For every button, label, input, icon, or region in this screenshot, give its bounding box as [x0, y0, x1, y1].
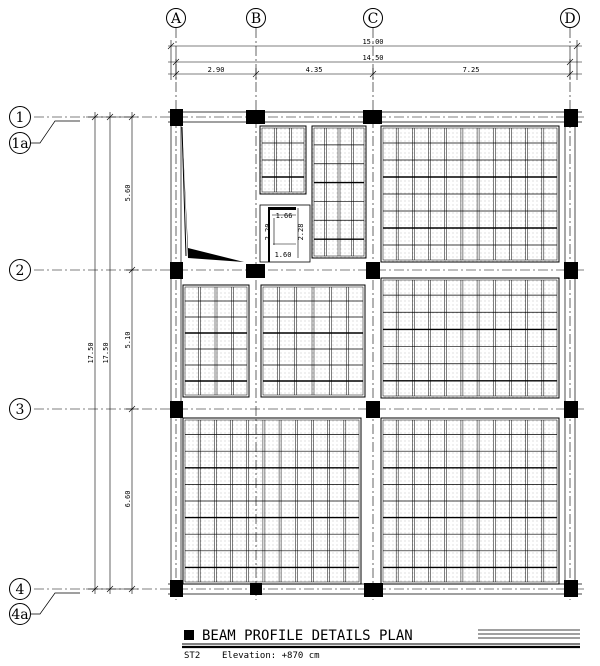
column-a3	[170, 401, 183, 418]
column-label-c: C	[368, 11, 379, 27]
row-label-2: 2	[16, 263, 25, 279]
column-label-b: B	[251, 11, 261, 27]
row-bubble-1	[9, 106, 31, 128]
opening-dim-w-top: 1.66	[276, 212, 293, 220]
column-bubble-b	[246, 8, 266, 28]
row-1a-leader	[31, 120, 80, 144]
row-label-3: 3	[16, 402, 25, 418]
opening-dim-h-right: 2.28	[297, 224, 305, 241]
column-b1	[246, 110, 265, 124]
column-bubbles: A B C D	[166, 8, 580, 28]
row-bubble-3	[9, 398, 31, 420]
opening-detail: 1.66 1.60 2.20 2.28	[259, 204, 311, 263]
dim-inner-top: 14.50	[362, 54, 383, 62]
column-a1	[170, 109, 183, 126]
sheet-number: ST2	[184, 651, 200, 661]
panel-c1	[380, 125, 560, 263]
panel-a3	[182, 417, 362, 585]
row-4a-leader	[31, 592, 80, 615]
row-label-4a: 4a	[11, 607, 28, 623]
row-bubbles: 1 1a 2 3 4 4a	[9, 106, 80, 625]
column-d2	[564, 262, 578, 279]
panel-b2	[260, 284, 366, 398]
panel-c2	[380, 277, 560, 399]
column-d3	[564, 401, 578, 418]
slab-panels	[182, 125, 560, 585]
row-bubble-2	[9, 259, 31, 281]
column-c2	[366, 262, 380, 279]
column-label-d: D	[564, 11, 575, 27]
drawing-title: BEAM PROFILE DETAILS PLAN	[202, 628, 413, 644]
column-bubble-c	[363, 8, 383, 28]
opening-dim-h-left: 2.20	[264, 224, 272, 241]
row-label-4: 4	[16, 582, 25, 598]
column-c1	[363, 110, 382, 124]
column-d4	[564, 580, 578, 597]
column-bubble-a	[166, 8, 186, 28]
column-a2	[170, 262, 183, 279]
dim-overall-top: 15.00	[362, 38, 383, 46]
row-label-1a: 1a	[11, 136, 28, 152]
void-hatch-triangle	[182, 127, 244, 262]
panel-b1-right	[311, 125, 367, 259]
row-bubble-1a	[9, 132, 31, 154]
column-a4	[170, 580, 183, 597]
dim-bay-cd: 7.25	[463, 66, 480, 74]
title-marker	[184, 630, 194, 640]
opening-dim-w-bottom: 1.60	[275, 251, 292, 259]
row-bubble-4	[9, 578, 31, 600]
dim-total-y-outer: 17.50	[87, 342, 95, 363]
column-label-a: A	[170, 11, 182, 27]
dim-bay-34: 6.60	[124, 491, 132, 508]
column-bubble-d	[560, 8, 580, 28]
dim-bay-23: 5.10	[124, 332, 132, 349]
elevation-label: Elevation: +870 cm	[222, 651, 320, 661]
left-dimensions	[86, 112, 138, 594]
panel-b1-left	[259, 125, 307, 195]
column-c3	[366, 401, 380, 418]
row-label-1: 1	[16, 110, 25, 126]
dim-bay-12: 5.60	[124, 185, 132, 202]
column-c4	[364, 583, 383, 597]
dim-bay-ab: 2.90	[208, 66, 225, 74]
top-dimensions	[167, 40, 582, 80]
dim-total-y-inner: 17.50	[102, 342, 110, 363]
dim-bay-bc: 4.35	[306, 66, 323, 74]
title-block: BEAM PROFILE DETAILS PLAN ST2 Elevation:…	[182, 628, 580, 661]
columns	[170, 109, 578, 597]
column-b2	[246, 264, 265, 278]
panel-c3	[380, 417, 560, 585]
row-bubble-4a	[9, 603, 31, 625]
column-d1	[564, 109, 578, 127]
panel-a2	[182, 284, 250, 398]
column-b4	[250, 583, 262, 595]
void-edge	[181, 126, 187, 257]
